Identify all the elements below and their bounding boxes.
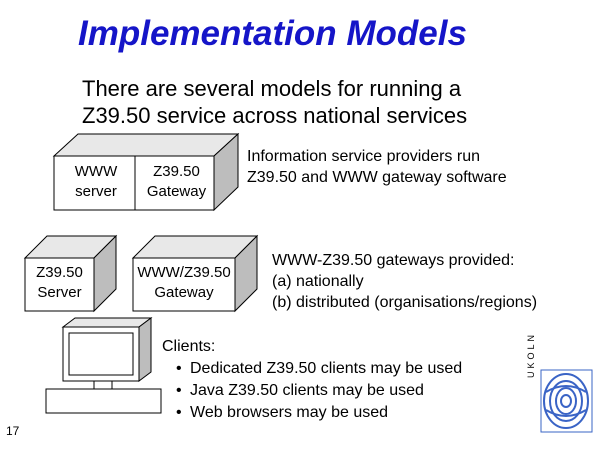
top-box-front-face [53, 155, 215, 211]
top-box-top-face [52, 133, 240, 157]
clients-list-item: Java Z39.50 clients may be used [176, 380, 462, 402]
clients-section: Clients: Dedicated Z39.50 clients may be… [162, 336, 462, 424]
z3950-gateway-label: Z39.50 Gateway [146, 163, 207, 200]
providers-note: Information service providers run Z39.50… [247, 148, 507, 186]
www-gateway-box [131, 234, 259, 313]
logo-text: UKOLN [526, 331, 536, 378]
clients-list-item: Web browsers may be used [176, 402, 462, 424]
top-server-box [52, 132, 240, 212]
page-number: 17 [6, 424, 20, 438]
server-box-front-face [24, 257, 95, 312]
clients-list-item: Dedicated Z39.50 clients may be used [176, 358, 462, 380]
intro-line-1: There are several models for running a [82, 76, 462, 101]
z3950-server-label: Z39.50 Server [36, 264, 83, 301]
ukoln-logo [540, 369, 593, 433]
intro-line-2: Z39.50 service across national services [82, 103, 468, 128]
www-server-label: WWW server [74, 163, 118, 200]
www-z3950-gateway-label: WWW/Z39.50 Gateway [137, 264, 231, 301]
gateway-box-front-face [132, 257, 236, 312]
clients-list: Dedicated Z39.50 clients may be used Jav… [162, 358, 462, 424]
slide-title: Implementation Models [78, 14, 467, 53]
computer-icon [45, 317, 162, 414]
gateways-note: WWW-Z39.50 gateways provided: (a) nation… [272, 252, 538, 311]
clients-heading: Clients: [162, 338, 216, 355]
intro-text: There are several models for running a Z… [82, 75, 467, 129]
z3950-server-box [23, 234, 118, 313]
